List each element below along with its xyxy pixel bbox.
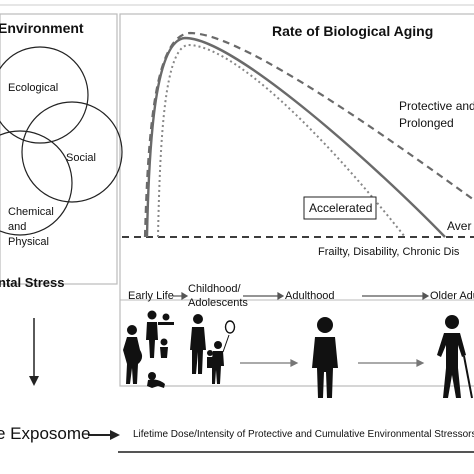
accelerated-label: Accelerated [309, 201, 373, 215]
stage-older-adult: Older Adu [430, 290, 474, 302]
toddler-icon [207, 350, 213, 368]
adult-figure-icon [190, 314, 206, 374]
stage-childhood-line1: Childhood/ [188, 283, 241, 295]
physical-label: Physical [8, 236, 49, 248]
exposome-label: e Exposome [0, 424, 91, 443]
icon-row-arrows [240, 359, 425, 367]
chemical-physical-circle [0, 130, 73, 236]
older-adult-cane-icon [437, 315, 473, 399]
protective-label-line2: Prolonged [399, 116, 454, 130]
chemical-label: Chemical [8, 206, 54, 218]
crawling-baby-icon [147, 372, 165, 388]
stage-childhood-line2: Adolescents [188, 297, 248, 309]
outcomes-label: Frailty, Disability, Chronic Dis [318, 246, 460, 258]
environment-title: Environment [0, 20, 84, 36]
environmental-stress-label: ntal Stress [0, 275, 65, 290]
stage-early-life: Early Life [128, 290, 174, 302]
baby-changing-icon [158, 313, 174, 325]
parent-child-icon [146, 310, 168, 358]
social-label: Social [66, 152, 96, 164]
child-balloon-icon [211, 320, 236, 384]
protective-label-line1: Protective and [399, 99, 474, 113]
exposome-arrow-head [110, 430, 120, 440]
ecological-label: Ecological [8, 82, 59, 94]
accelerated-curve [157, 43, 406, 238]
lifetime-dose-label: Lifetime Dose/Intensity of Protective an… [133, 429, 474, 440]
stage-adulthood: Adulthood [285, 290, 335, 302]
average-aging-curve [145, 36, 446, 238]
accelerated-label-box [303, 196, 377, 220]
chart-title: Rate of Biological Aging [272, 23, 434, 39]
pregnant-woman-icon [123, 325, 143, 384]
average-label: Aver [447, 219, 472, 233]
social-circle [21, 101, 123, 203]
ecological-circle [0, 46, 89, 144]
down-arrow-head [29, 376, 39, 386]
and-label: and [8, 221, 27, 233]
life-stage-arrows [173, 291, 430, 301]
environment-panel-frame [0, 13, 118, 285]
aging-panel-frame [119, 13, 474, 387]
adult-standing-icon [312, 317, 338, 398]
protective-prolonged-curve [143, 31, 474, 238]
